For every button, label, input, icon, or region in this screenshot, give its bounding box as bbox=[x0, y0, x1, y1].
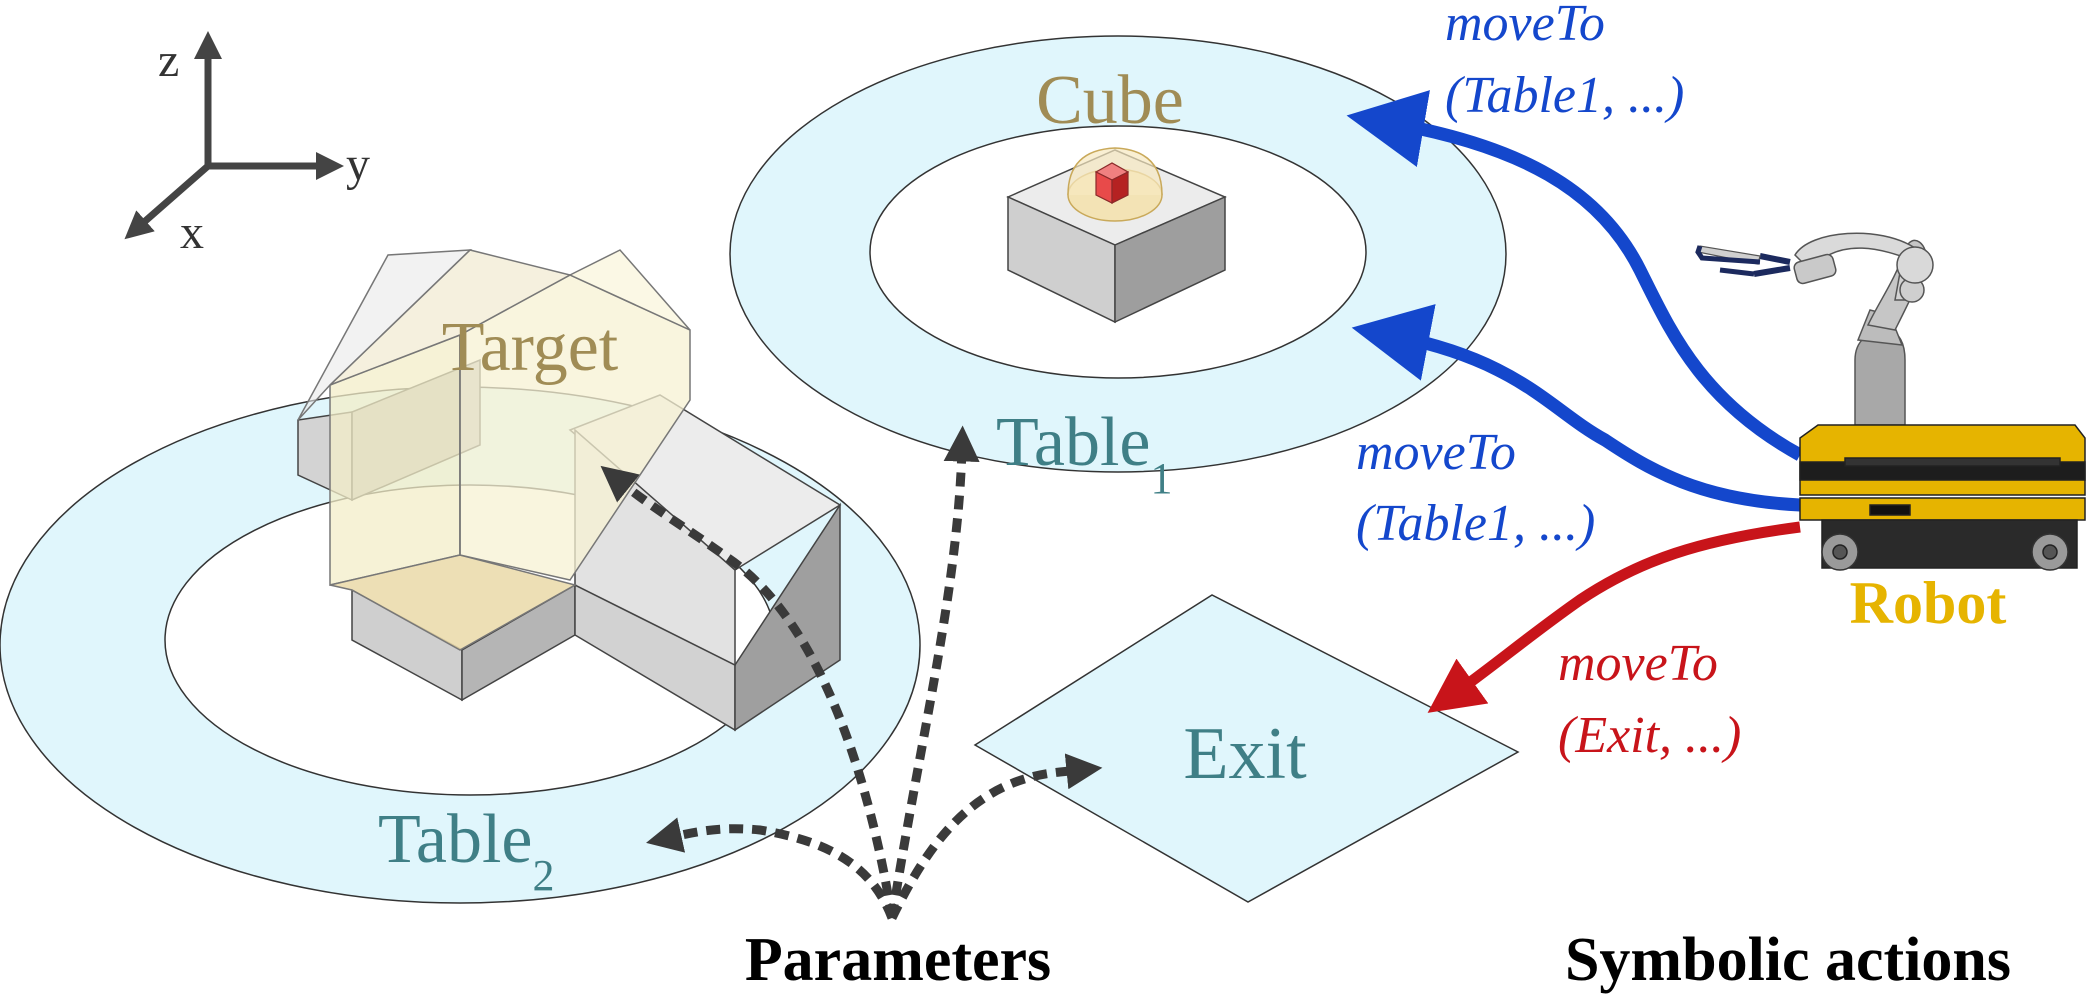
table1-label: Table1 bbox=[996, 404, 1172, 503]
action-label-middle-line2: (Table1, ...) bbox=[1356, 495, 1595, 552]
symbolic-actions-label: Symbolic actions bbox=[1565, 926, 2011, 994]
action-label-bottom-line1: moveTo bbox=[1558, 635, 1718, 692]
y-axis-label: y bbox=[346, 138, 370, 191]
cube-object bbox=[1067, 147, 1163, 222]
action-label-middle-line1: moveTo bbox=[1356, 424, 1516, 481]
exit-label: Exit bbox=[1183, 713, 1307, 795]
parameters-label: Parameters bbox=[745, 926, 1051, 994]
robot-arm bbox=[1695, 232, 1934, 426]
z-axis-label: z bbox=[158, 34, 179, 87]
target-volume bbox=[297, 249, 691, 651]
exit-zone bbox=[973, 594, 1520, 903]
param-arrow-exit bbox=[887, 753, 1103, 920]
parameter-arrows bbox=[600, 425, 1103, 920]
param-arrow-table1 bbox=[887, 425, 980, 919]
table2-label-base: Table bbox=[378, 801, 532, 878]
x-axis bbox=[124, 163, 211, 240]
cube-label: Cube bbox=[1036, 62, 1184, 139]
x-axis-label: x bbox=[180, 206, 204, 259]
robot-label: Robot bbox=[1850, 570, 2007, 636]
robot bbox=[1695, 232, 2086, 571]
param-arrow-target bbox=[600, 465, 897, 919]
action-arrow-middle bbox=[1351, 304, 1801, 512]
table1-label-subscript: 1 bbox=[1150, 454, 1172, 503]
action-label-top-line2: (Table1, ...) bbox=[1445, 67, 1684, 124]
action-label-top-line1: moveTo bbox=[1445, 0, 1605, 52]
action-arrow-bottom bbox=[1427, 521, 1801, 713]
table2-label-subscript: 2 bbox=[532, 851, 554, 900]
action-label-bottom: moveTo (Exit, ...) bbox=[1558, 635, 1741, 764]
action-label-bottom-line2: (Exit, ...) bbox=[1558, 707, 1741, 764]
action-arrow-top bbox=[1346, 90, 1804, 461]
labels: Cube Target Table1 Table2 Exit Robot Par… bbox=[378, 0, 2011, 994]
action-label-middle: moveTo (Table1, ...) bbox=[1356, 424, 1595, 552]
robot-base bbox=[1799, 424, 2086, 571]
table1-label-base: Table bbox=[996, 404, 1150, 481]
action-arrows bbox=[1346, 90, 1804, 713]
target-label: Target bbox=[442, 309, 619, 386]
table2-label: Table2 bbox=[378, 801, 554, 900]
axes-indicator: z y x bbox=[124, 31, 370, 259]
action-label-top: moveTo (Table1, ...) bbox=[1445, 0, 1684, 124]
